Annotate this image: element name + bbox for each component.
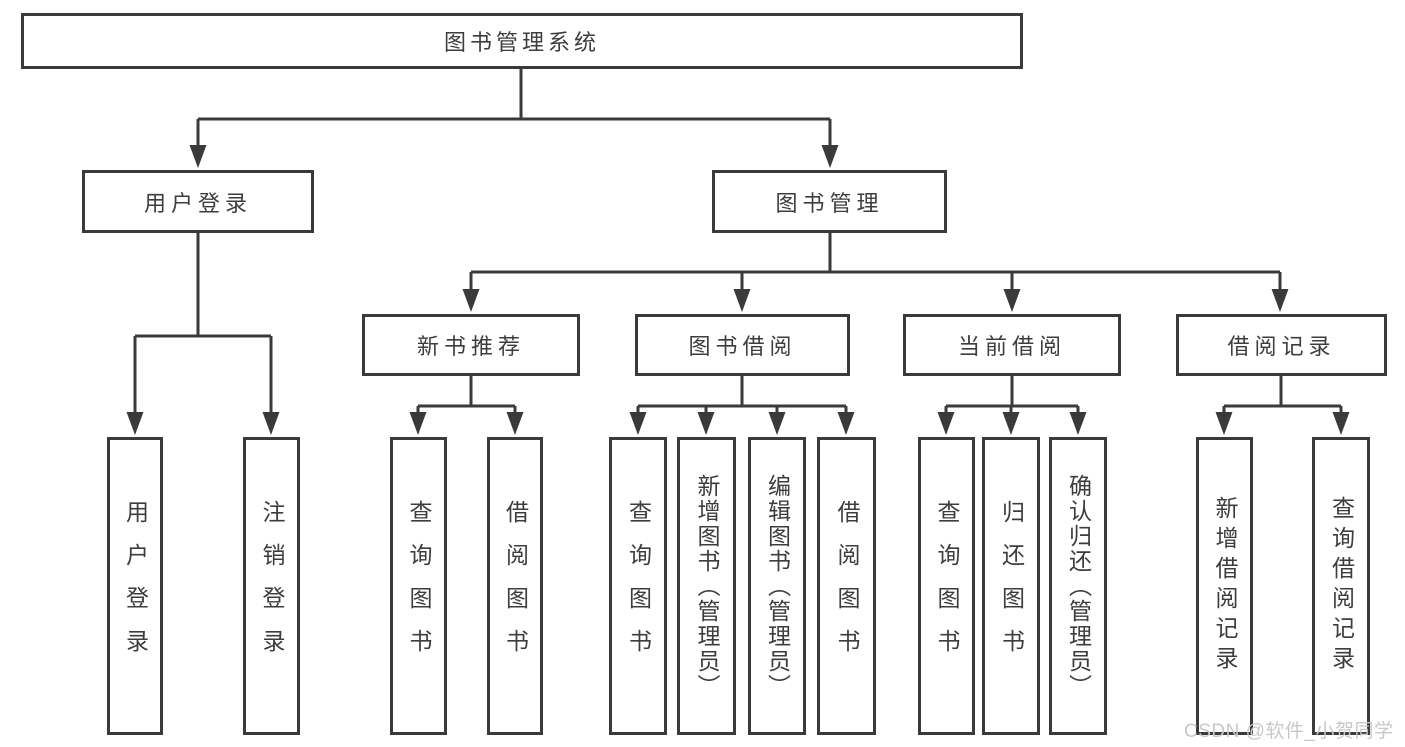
leaf-current-query-books: 查询图书 <box>918 437 975 735</box>
watermark: CSDN @软件_小贺同学 <box>1184 721 1394 742</box>
leaf-user-login: 用户登录 <box>107 437 163 735</box>
leaf-recommend-borrow-books: 借阅图书 <box>487 437 543 735</box>
arrow-down-icon <box>733 289 751 312</box>
arrow-down-icon <box>821 145 839 168</box>
leaf-borrowing-add-books-admin: 新增图书（管理员） <box>677 437 736 735</box>
leaf-records-query-record: 查询借阅记录 <box>1312 437 1370 735</box>
arrow-down-icon <box>768 412 786 435</box>
arrow-down-icon <box>1002 412 1020 435</box>
leaf-current-return-books: 归还图书 <box>982 437 1040 735</box>
arrow-down-icon <box>1271 289 1289 312</box>
arrow-down-icon <box>629 412 647 435</box>
node-current-borrowing: 当前借阅 <box>903 314 1121 376</box>
leaf-borrowing-borrow-books: 借阅图书 <box>817 437 876 735</box>
arrow-down-icon <box>262 412 280 435</box>
arrow-down-icon <box>462 289 480 312</box>
arrow-down-icon <box>1332 412 1350 435</box>
node-new-book-recommend: 新书推荐 <box>362 314 580 376</box>
arrow-down-icon <box>409 412 427 435</box>
leaf-borrowing-edit-books-admin: 编辑图书（管理员） <box>748 437 806 735</box>
leaf-current-confirm-return-admin: 确认归还（管理员） <box>1049 437 1107 735</box>
arrow-down-icon <box>1069 412 1087 435</box>
leaf-logout: 注销登录 <box>243 437 300 735</box>
arrow-down-icon <box>1215 412 1233 435</box>
node-book-borrowing: 图书借阅 <box>635 314 850 376</box>
node-book-management: 图书管理 <box>712 170 947 233</box>
node-borrowing-records: 借阅记录 <box>1176 314 1387 376</box>
node-root: 图书管理系统 <box>21 13 1023 69</box>
arrow-down-icon <box>697 412 715 435</box>
arrow-down-icon <box>937 412 955 435</box>
leaf-records-add-record: 新增借阅记录 <box>1196 437 1253 735</box>
leaf-recommend-query-books: 查询图书 <box>390 437 447 735</box>
arrow-down-icon <box>837 412 855 435</box>
arrow-down-icon <box>1003 289 1021 312</box>
arrow-down-icon <box>506 412 524 435</box>
arrow-down-icon <box>126 412 144 435</box>
leaf-borrowing-query-books: 查询图书 <box>609 437 667 735</box>
node-user-login: 用户登录 <box>82 170 314 233</box>
arrow-down-icon <box>189 145 207 168</box>
